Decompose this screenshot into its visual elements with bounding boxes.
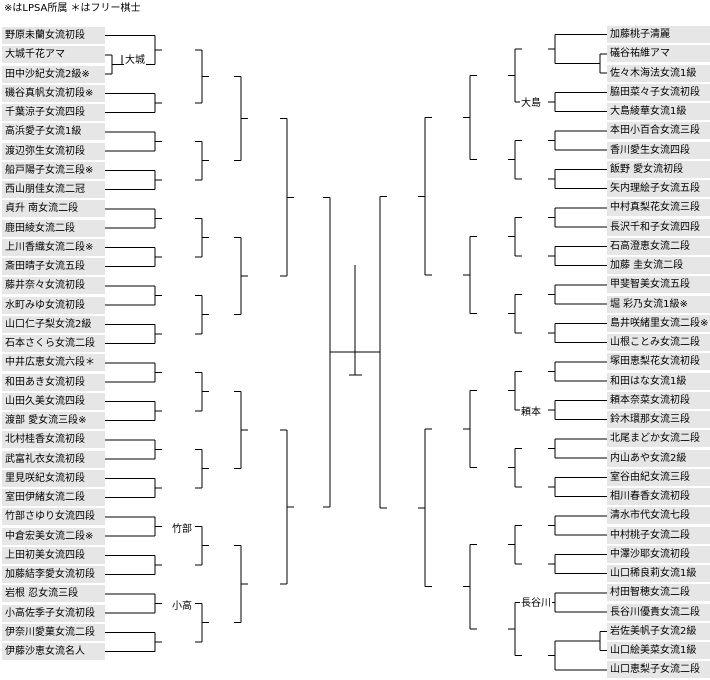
right-player-3: 佐々木海法女流1級 — [607, 64, 710, 82]
left-player-19: 和田あき女流初段 — [2, 373, 105, 391]
right-player-7: 香川愛生女流四段 — [607, 141, 710, 159]
left-player-13: 斎田晴子女流五段 — [2, 258, 105, 275]
right-player-12: 石高澄恵女流二段 — [607, 237, 710, 255]
right-player-29: 山口稀良莉女流1級 — [607, 565, 710, 582]
right-player-18: 塚田恵梨花女流初段 — [607, 353, 710, 371]
legend-note: ※はLPSA所属 ＊はフリー棋士 — [4, 3, 141, 14]
right-player-2: 礒谷祐維アマ — [607, 45, 710, 63]
left-player-3: 田中沙紀女流2級※ — [2, 65, 105, 83]
left-player-27: 中倉宏美女流二段※ — [2, 527, 105, 545]
left-player-31: 小高佐季子女流初段 — [2, 604, 105, 622]
left-player-14: 藤井奈々女流初段 — [2, 277, 105, 295]
left-player-23: 武富礼衣女流初段 — [2, 450, 105, 468]
right-player-14: 甲斐智美女流五段 — [607, 276, 710, 294]
left-player-30: 岩根 忍女流三段 — [2, 585, 105, 603]
left-player-2: 大城千花アマ — [2, 46, 105, 64]
right-player-4: 脇田菜々子女流初段 — [607, 83, 710, 101]
seed-label-oshima: 大島 — [520, 97, 542, 110]
right-player-9: 矢内理絵子女流五段 — [607, 180, 710, 197]
right-player-5: 大島綾華女流1級 — [607, 103, 710, 120]
left-player-11: 鹿田綾女流二段 — [2, 219, 105, 237]
left-player-18: 中井広恵女流六段＊ — [2, 354, 105, 372]
seed-label-hasegawa: 長谷川 — [520, 597, 552, 610]
right-player-33: 山口絵美菜女流1級 — [607, 642, 710, 659]
left-player-28: 上田初美女流四段 — [2, 546, 105, 564]
seed-label-oshiro: 大城 — [124, 54, 146, 67]
right-player-6: 本田小百合女流三段 — [607, 122, 710, 140]
right-player-21: 鈴木環那女流三段 — [607, 411, 710, 428]
left-player-16: 山口仁子梨女流2級 — [2, 315, 105, 333]
right-player-20: 頼本奈菜女流初段 — [607, 391, 710, 409]
right-player-17: 山根ことみ女流二段 — [607, 334, 710, 351]
left-player-5: 千葉涼子女流四段 — [2, 104, 105, 121]
left-player-29: 加藤結李愛女流初段 — [2, 566, 105, 583]
left-player-15: 水町みゆ女流初段 — [2, 296, 105, 314]
right-player-31: 長谷川優貴女流二段 — [607, 603, 710, 621]
right-player-25: 相川春香女流初段 — [607, 488, 710, 505]
left-player-24: 里見咲紀女流初段 — [2, 469, 105, 487]
left-player-33: 伊藤沙恵女流名人 — [2, 643, 105, 660]
left-player-17: 石本さくら女流二段 — [2, 335, 105, 352]
right-player-10: 中村真梨花女流三段 — [607, 199, 710, 217]
left-player-10: 貞升 南女流二段 — [2, 200, 105, 218]
left-player-8: 船戸陽子女流三段※ — [2, 161, 105, 179]
right-player-22: 北尾まどか女流二段 — [607, 430, 710, 448]
right-player-8: 飯野 愛女流初段 — [607, 160, 710, 178]
right-player-27: 中村桃子女流二段 — [607, 526, 710, 544]
left-player-26: 竹部さゆり女流四段 — [2, 508, 105, 526]
right-player-19: 和田はな女流1級 — [607, 372, 710, 390]
seed-label-yorimoto: 頼本 — [520, 406, 542, 419]
right-player-15: 堀 彩乃女流1級※ — [607, 295, 710, 313]
right-player-23: 内山あや女流2級 — [607, 449, 710, 467]
right-player-16: 島井咲緒里女流二段※ — [607, 314, 710, 332]
left-player-6: 高浜愛子女流1級 — [2, 123, 105, 141]
right-player-32: 岩佐美帆子女流2級 — [607, 622, 710, 640]
left-player-25: 室田伊緒女流二段 — [2, 489, 105, 506]
left-player-22: 北村桂香女流初段 — [2, 431, 105, 449]
left-player-20: 山田久美女流四段 — [2, 392, 105, 410]
left-player-32: 伊奈川愛菓女流二段 — [2, 623, 105, 641]
right-player-26: 清水市代女流七段 — [607, 507, 710, 525]
left-player-12: 上川香織女流二段※ — [2, 238, 105, 256]
right-player-1: 加藤桃子清麗 — [607, 26, 710, 43]
seed-label-kotaka: 小高 — [171, 600, 193, 613]
right-player-30: 村田智穂女流二段 — [607, 584, 710, 602]
left-player-21: 渡部 愛女流三段※ — [2, 412, 105, 429]
left-player-1: 野原未蘭女流初段 — [2, 27, 105, 44]
left-player-7: 渡辺弥生女流初段 — [2, 142, 105, 160]
right-player-28: 中澤沙耶女流初段 — [607, 545, 710, 563]
left-player-4: 磯谷真帆女流初段※ — [2, 84, 105, 102]
left-player-9: 西山朋佳女流二冠 — [2, 181, 105, 198]
right-player-11: 長沢千和子女流四段 — [607, 218, 710, 236]
right-player-34: 山口恵梨子女流二段 — [607, 661, 710, 679]
right-player-13: 加藤 圭女流二段 — [607, 257, 710, 274]
seed-label-takebe: 竹部 — [171, 523, 193, 536]
right-player-24: 室谷由紀女流三段 — [607, 468, 710, 486]
